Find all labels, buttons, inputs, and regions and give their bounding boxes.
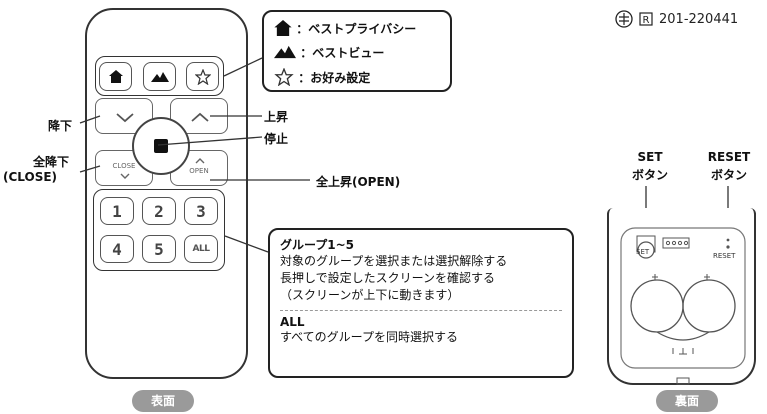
stop-icon <box>154 139 168 153</box>
set-callout-2: ボタン <box>631 168 668 182</box>
full-down-close-callout: (CLOSE) <box>3 170 58 184</box>
reset-callout-1: RESET <box>707 150 751 164</box>
stop-callout: 停止 <box>264 132 289 146</box>
stop-button[interactable] <box>132 117 190 175</box>
set-button-marking[interactable]: SET <box>636 248 650 256</box>
best-privacy-button[interactable] <box>99 62 132 91</box>
group-info-box: グループ1~5 対象のグループを選択または選択解除する 長押しで設定したスクリー… <box>268 228 574 378</box>
group-3-label: 3 <box>196 201 206 221</box>
close-button-label: CLOSE <box>112 162 136 170</box>
group-info-line-3: （スクリーンが上下に動きます） <box>280 288 460 302</box>
chevron-up-small-icon <box>195 158 205 164</box>
divider <box>280 310 562 311</box>
group-1-label: 1 <box>112 201 122 221</box>
front-face-label: 表面 <box>132 390 194 412</box>
group-4-label: 4 <box>112 239 122 259</box>
group-2-button[interactable]: 2 <box>142 197 176 225</box>
group-buttons-panel <box>93 189 225 271</box>
mountain-icon <box>150 71 169 82</box>
legend-privacy-text: ：ベストプライバシー <box>296 22 417 36</box>
group-5-label: 5 <box>154 239 164 259</box>
all-button-label: ALL <box>192 244 210 254</box>
best-view-button[interactable] <box>143 62 176 91</box>
group-1-button[interactable]: 1 <box>100 197 134 225</box>
open-button-label: OPEN <box>189 167 209 175</box>
group-4-button[interactable]: 4 <box>100 235 134 263</box>
legend-row-privacy: ：ベストプライバシー <box>274 20 416 37</box>
registration-code: 201-220441 <box>659 11 739 27</box>
all-info-text: すべてのグループを同時選択する <box>280 330 458 344</box>
svg-text:R: R <box>643 15 650 26</box>
group-5-button[interactable]: 5 <box>142 235 176 263</box>
group-2-label: 2 <box>154 201 164 221</box>
back-face-label: 裏面 <box>656 390 718 412</box>
legend-row-favorite: ：お好み設定 <box>274 67 371 87</box>
favorite-setting-button[interactable] <box>186 62 219 91</box>
house-icon <box>108 70 123 83</box>
reset-button-marking[interactable]: RESET <box>713 252 736 260</box>
reset-callout-2: ボタン <box>710 168 747 182</box>
group-info-title: グループ1~5 <box>280 238 355 252</box>
group-3-button[interactable]: 3 <box>184 197 218 225</box>
house-icon <box>274 20 292 36</box>
all-info-title: ALL <box>280 315 305 329</box>
remote-back-internals <box>620 227 746 385</box>
favorite-buttons-panel <box>95 56 224 96</box>
chevron-down-small-icon <box>120 173 130 179</box>
star-icon <box>274 67 294 87</box>
chevron-down-icon <box>116 113 134 123</box>
down-callout: 降下 <box>48 119 73 133</box>
chevron-up-icon <box>191 112 209 122</box>
full-down-callout: 全降下 <box>33 155 70 169</box>
mountain-icon <box>274 45 296 59</box>
all-button[interactable]: ALL <box>184 235 218 263</box>
legend-row-view: ：ベストビュー <box>274 44 384 61</box>
group-info-line-2: 長押しで設定したスクリーンを確認する <box>280 271 496 285</box>
up-callout: 上昇 <box>264 110 289 124</box>
r-mark-icon: R <box>639 12 653 26</box>
group-info-line-1: 対象のグループを選択または選択解除する <box>280 254 508 268</box>
set-callout-1: SET <box>637 150 663 164</box>
legend-favorite-text: ：お好み設定 <box>298 71 371 85</box>
registration-mark: R 201-220441 <box>615 10 738 28</box>
pse-mark-icon <box>615 10 633 28</box>
favorite-legend: ：ベストプライバシー ：ベストビュー ：お好み設定 <box>262 10 452 92</box>
legend-view-text: ：ベストビュー <box>300 46 385 60</box>
star-icon <box>194 68 211 85</box>
full-up-callout: 全上昇(OPEN) <box>316 175 401 189</box>
